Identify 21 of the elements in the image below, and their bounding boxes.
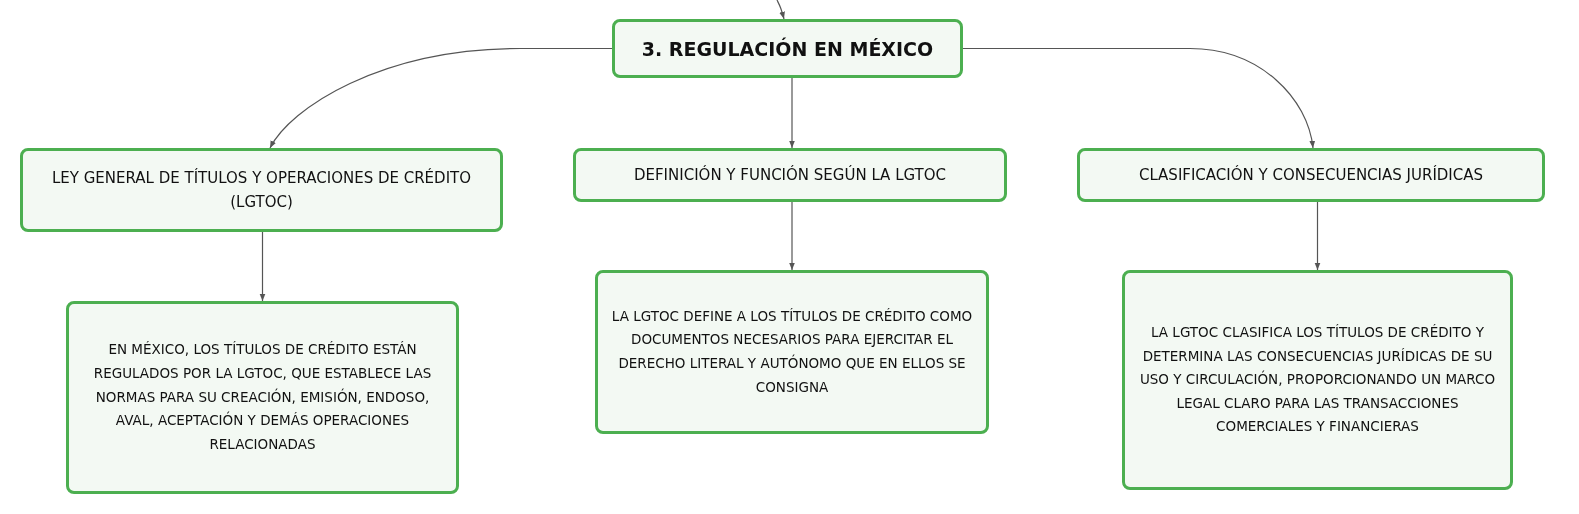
- node-text: CLASIFICACIÓN Y CONSECUENCIAS JURÍDICAS: [1138, 164, 1484, 186]
- connector-arrow: [1314, 201, 1321, 271]
- node-text: EN MÉXICO, LOS TÍTULOS DE CRÉDITO ESTÁN REGULADOS POR LA LGTOC, QUE ESTABLECE LAS NORMAS PARA SU CREACIÓN, EMISIÓN, ENDOSO, AVAL, ACEPTACIÓN Y DEMÁS OPERACIONES RELACIONADAS: [92, 340, 433, 454]
- description-box: [66, 301, 459, 494]
- node-text: LEY GENERAL DE TÍTULOS Y OPERACIONES DE CRÉDITO (LGTOC): [50, 167, 473, 213]
- node-text: LA LGTOC DEFINE A LOS TÍTULOS DE CRÉDITO COMO DOCUMENTOS NECESARIOS PARA EJERCITAR EL DERECHO LITERAL Y AUTÓNOMO QUE EN ELLOS SE CONSIGNA: [610, 306, 974, 397]
- subtopic-box: [1077, 148, 1545, 202]
- node-text: DEFINICIÓN Y FUNCIÓN SEGÚN LA LGTOC: [633, 164, 947, 186]
- topic-box: [612, 19, 963, 78]
- connector-arrow: [962, 47, 1315, 149]
- subtopic-box: [20, 148, 503, 232]
- connector-arrow: [259, 231, 266, 302]
- description-box: [1122, 270, 1513, 490]
- connector-arrow: [776, 0, 785, 20]
- subtopic-box: [573, 148, 1007, 202]
- connector-arrow: [789, 201, 795, 271]
- node-text: LA LGTOC CLASIFICA LOS TÍTULOS DE CRÉDITO Y DETERMINA LAS CONSECUENCIAS JURÍDICAS DE SU USO Y CIRCULACIÓN, PROPORCIONANDO UN MARCO LEGAL CLARO PARA LAS TRANSACCIONES COMERCIALES Y FINANCIERAS: [1138, 322, 1497, 437]
- node-text: 3. REGULACIÓN EN MÉXICO: [641, 37, 934, 60]
- connector-arrow: [269, 47, 613, 149]
- connector-arrow: [789, 77, 795, 149]
- description-box: [595, 270, 989, 434]
